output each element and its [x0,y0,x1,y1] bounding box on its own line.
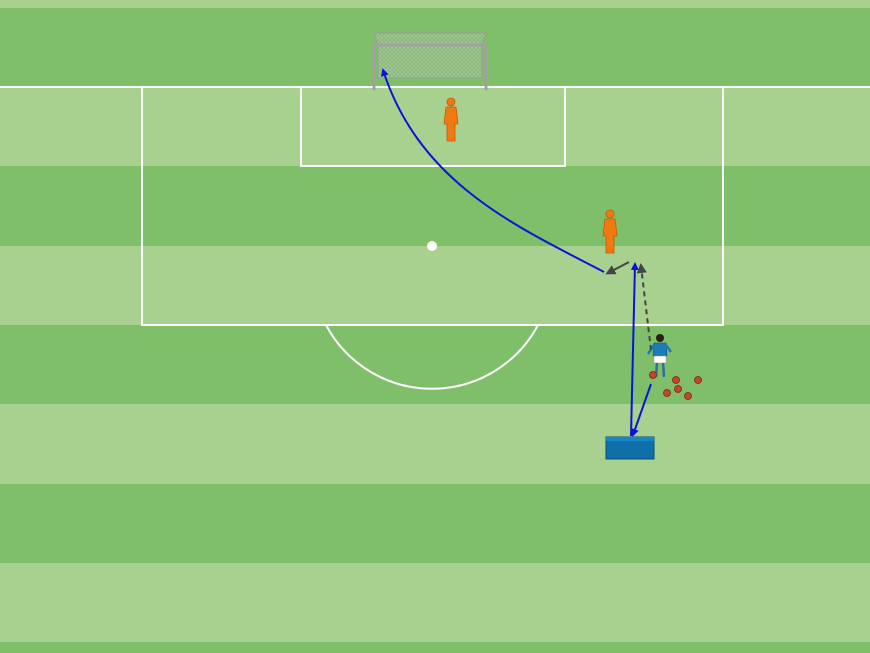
ball [674,385,682,393]
movement-arrows [381,68,652,437]
goalkeeper-mannequin [443,97,459,142]
arrow-rebounder-to-edge [630,262,639,437]
ball [672,376,680,384]
pitch-markings [0,86,870,390]
goal-net-top [373,32,487,46]
goal-frame [372,43,488,90]
goal [372,32,488,90]
penalty-arc [325,324,539,390]
ball [684,392,692,400]
arrow-shot-to-goal [381,68,605,273]
defender-mannequin [602,209,618,254]
ball [694,376,702,384]
ball [663,389,671,397]
goal-net [377,44,483,79]
penalty-spot [427,241,437,251]
arrow-ball-to-rebounder [631,383,652,437]
arrow-cut-inside [605,261,630,275]
balls [649,371,702,400]
ball [649,371,657,379]
attacking-player [646,334,673,378]
six-yard-box [300,86,566,167]
rebound-board [605,436,655,460]
